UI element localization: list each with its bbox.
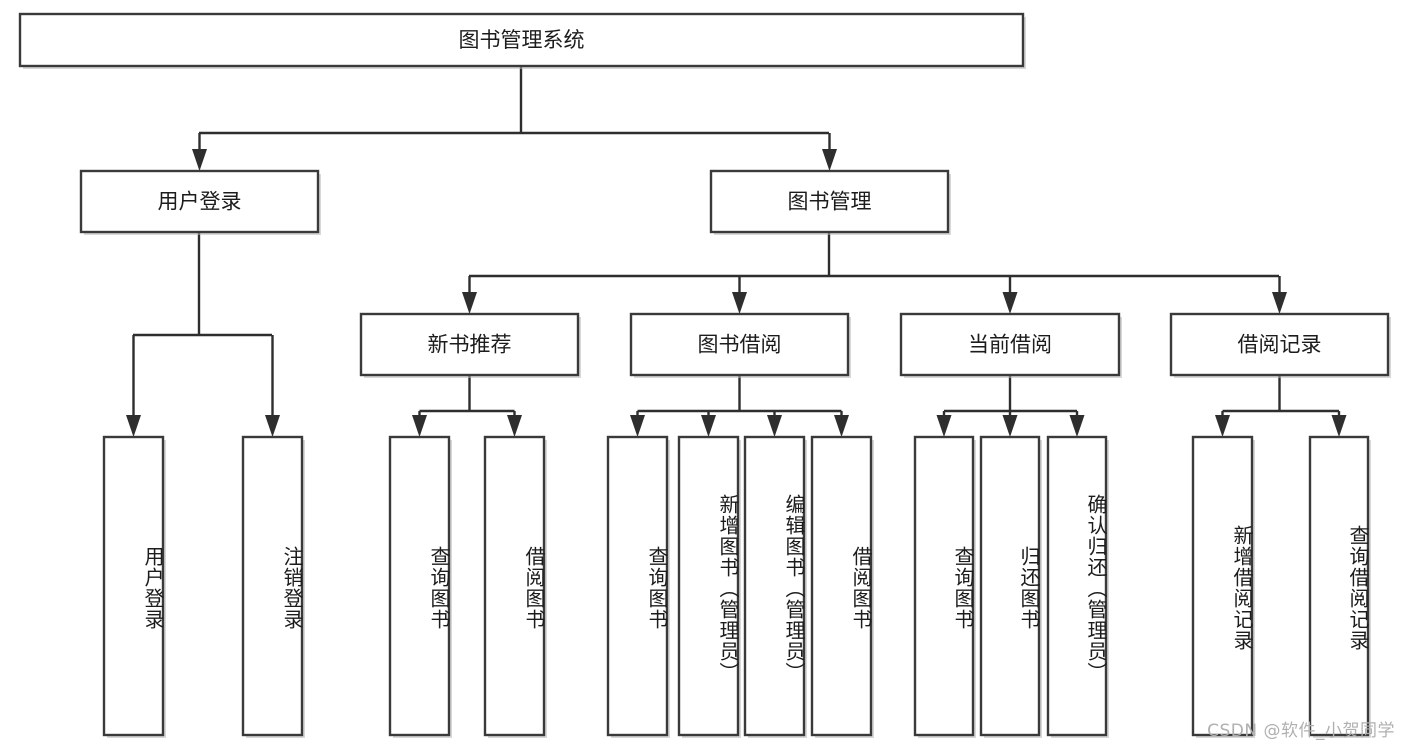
node-root[interactable] xyxy=(18,12,1025,68)
arrow-to-book-manage xyxy=(822,149,837,171)
arrow-to-leaf-return-book xyxy=(1002,415,1018,437)
connector-layer xyxy=(126,66,1347,437)
arrow-to-leaf-user-login xyxy=(126,415,141,437)
node-leaf-add-book[interactable] xyxy=(677,435,740,737)
node-leaf-query-book-1[interactable] xyxy=(388,435,451,737)
arrow-to-leaf-query-book-2 xyxy=(630,415,645,437)
node-box-layer xyxy=(18,12,1391,738)
node-leaf-borrow-book-2[interactable] xyxy=(810,435,873,737)
watermark-credit: CSDN @软件_小贺同学 xyxy=(1207,721,1395,741)
node-label-book-manage: 图书管理 xyxy=(788,190,872,214)
arrow-to-leaf-borrow-book-2 xyxy=(834,415,849,437)
arrow-to-leaf-query-record xyxy=(1331,415,1347,437)
node-label-borrow-record: 借阅记录 xyxy=(1238,333,1322,357)
node-book-manage[interactable] xyxy=(709,169,950,234)
node-book-borrow[interactable] xyxy=(629,312,850,377)
node-current-borrow[interactable] xyxy=(899,312,1121,377)
arrow-to-new-book-rec xyxy=(462,292,477,314)
arrow-to-leaf-confirm-return xyxy=(1069,415,1085,437)
arrow-to-leaf-query-book-3 xyxy=(936,415,952,437)
node-new-book-rec[interactable] xyxy=(359,312,580,377)
node-label-current-borrow: 当前借阅 xyxy=(968,333,1052,357)
node-leaf-logout[interactable] xyxy=(241,435,304,737)
arrow-to-leaf-query-book-1 xyxy=(412,415,427,437)
node-label-user-login: 用户登录 xyxy=(158,190,242,214)
node-borrow-record[interactable] xyxy=(1169,312,1390,377)
node-leaf-add-record[interactable] xyxy=(1191,435,1254,737)
arrow-to-leaf-add-record xyxy=(1215,415,1230,437)
node-label-book-borrow: 图书借阅 xyxy=(698,333,782,357)
arrow-to-leaf-edit-book xyxy=(767,415,782,437)
node-leaf-confirm-return[interactable] xyxy=(1046,435,1108,737)
node-leaf-user-login[interactable] xyxy=(102,435,165,737)
arrow-to-leaf-logout xyxy=(265,415,280,437)
node-user-login[interactable] xyxy=(79,169,320,234)
node-label-root: 图书管理系统 xyxy=(459,28,585,52)
node-leaf-query-book-2[interactable] xyxy=(606,435,669,737)
node-leaf-borrow-book-1[interactable] xyxy=(483,435,546,737)
arrow-to-book-borrow xyxy=(732,292,747,314)
arrow-to-leaf-add-book xyxy=(701,415,716,437)
node-label-new-book-rec: 新书推荐 xyxy=(428,333,512,357)
node-leaf-query-book-3[interactable] xyxy=(913,435,975,737)
arrow-to-leaf-borrow-book-1 xyxy=(507,415,522,437)
node-leaf-edit-book[interactable] xyxy=(743,435,806,737)
arrow-to-user-login xyxy=(192,149,207,171)
arrow-to-borrow-record xyxy=(1272,292,1287,314)
node-leaf-query-record[interactable] xyxy=(1308,435,1370,737)
node-leaf-return-book[interactable] xyxy=(979,435,1041,737)
arrow-to-current-borrow xyxy=(1002,292,1018,314)
